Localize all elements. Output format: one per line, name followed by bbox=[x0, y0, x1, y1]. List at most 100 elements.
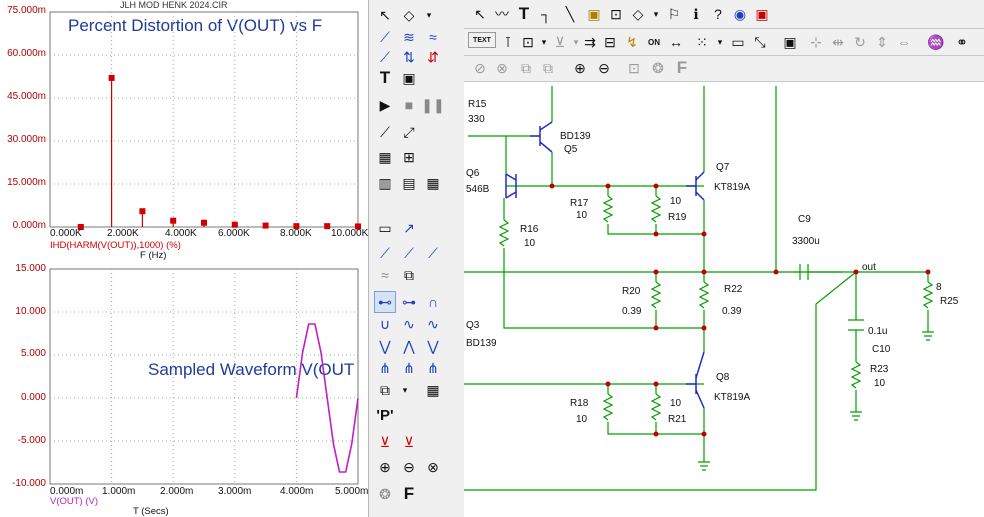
help-icon[interactable]: ? bbox=[714, 6, 722, 22]
waveform-trace-label[interactable]: V(OUT) (V) bbox=[50, 496, 99, 507]
color-icon[interactable]: ❂ bbox=[652, 59, 664, 76]
graph-tool-d-icon[interactable]: ⟋ bbox=[380, 48, 390, 65]
low-tool-icon[interactable]: ∪ bbox=[379, 315, 391, 332]
c10-label[interactable]: C10 bbox=[872, 344, 891, 355]
grid-a-icon[interactable]: ▥ bbox=[378, 174, 392, 191]
graph-tool-f-icon[interactable]: ⇵ bbox=[427, 48, 439, 65]
select-mode-icon[interactable]: ↖ bbox=[474, 5, 486, 22]
text-tool-icon[interactable]: T bbox=[518, 4, 530, 23]
peak-tool-icon[interactable]: ⊷ bbox=[374, 291, 396, 313]
shapes-dropdown-icon[interactable]: ▾ bbox=[653, 8, 659, 19]
q7-part[interactable]: KT819A bbox=[714, 182, 750, 193]
bottom-tool-icon[interactable]: ⋔ bbox=[379, 359, 391, 376]
stop-circle-icon[interactable]: ⊘ bbox=[474, 59, 486, 76]
schematic-canvas[interactable]: R15 330 BD139 Q5 Q6 546B R16 10 R17 10 1… bbox=[464, 82, 984, 517]
r16-value[interactable]: 10 bbox=[524, 238, 536, 249]
tag-right-icon[interactable]: ⊻ bbox=[403, 433, 415, 450]
r23-value[interactable]: 10 bbox=[874, 378, 886, 389]
r19-label[interactable]: R19 bbox=[668, 212, 687, 223]
graph-tool-b-icon[interactable]: ≋ bbox=[403, 28, 415, 45]
graph-tool-c-icon[interactable]: ≈ bbox=[429, 29, 437, 45]
numbers-toggle-icon[interactable]: ⊟ bbox=[604, 33, 616, 50]
r22-value[interactable]: 0.39 bbox=[722, 306, 742, 317]
r18-label[interactable]: R18 bbox=[570, 398, 589, 409]
grid-c-icon[interactable]: ▦ bbox=[426, 174, 440, 191]
cursor-a-icon[interactable]: ⟋ bbox=[380, 244, 390, 261]
rotate-icon[interactable]: ↻ bbox=[854, 33, 866, 50]
tag-left-icon[interactable]: ⊻ bbox=[379, 433, 391, 450]
r17-value[interactable]: 10 bbox=[576, 210, 588, 221]
paste-icon[interactable]: ⧉ bbox=[543, 59, 553, 76]
current-toggle-icon[interactable]: ↯ bbox=[626, 33, 638, 50]
table-tool-icon[interactable]: ▦ bbox=[426, 381, 440, 398]
distribute-icon[interactable]: ⇹ bbox=[832, 33, 844, 50]
rise-tool-icon[interactable]: ⋔ bbox=[427, 359, 439, 376]
cursor-c-icon[interactable]: ⟋ bbox=[428, 244, 438, 261]
q6-part[interactable]: 546B bbox=[466, 184, 490, 195]
shapes-tool-icon[interactable]: ◇ bbox=[632, 5, 644, 22]
c9-label[interactable]: C9 bbox=[798, 214, 811, 225]
r22-label[interactable]: R22 bbox=[724, 284, 743, 295]
find-icon[interactable]: ♒ bbox=[927, 33, 945, 50]
properties-tool-icon[interactable]: ▣ bbox=[402, 69, 416, 86]
q5-label[interactable]: Q5 bbox=[564, 144, 578, 155]
shapes-dropdown-icon[interactable]: ▾ bbox=[426, 9, 432, 20]
valley-tool-icon[interactable]: ⊶ bbox=[402, 293, 416, 310]
camera-icon[interactable]: ⊡ bbox=[628, 59, 640, 76]
chart-zoom-icon[interactable]: ⧉ bbox=[404, 266, 414, 283]
vtip-dropdown-icon[interactable]: ▾ bbox=[573, 36, 579, 47]
out-node-label[interactable]: out bbox=[862, 262, 876, 273]
align-icon[interactable]: ⊹ bbox=[810, 33, 822, 50]
waveform-plot[interactable] bbox=[0, 260, 368, 517]
q3-label[interactable]: Q3 bbox=[466, 320, 480, 331]
stack-dropdown-icon[interactable]: ▾ bbox=[402, 384, 408, 395]
c9-value[interactable]: 3300u bbox=[792, 236, 820, 247]
globe-icon[interactable]: ◉ bbox=[733, 5, 747, 22]
flag-tool-icon[interactable]: ⚐ bbox=[667, 5, 681, 22]
point-line-tool-icon[interactable]: ⤢ bbox=[403, 123, 415, 140]
font-tool-icon[interactable]: F bbox=[403, 484, 415, 503]
c10-value[interactable]: 0.1u bbox=[868, 326, 887, 337]
slope-tool-icon[interactable]: ∿ bbox=[427, 315, 439, 332]
attr-toggle-icon[interactable]: ⊺ bbox=[504, 33, 512, 50]
line-tool-icon[interactable]: ⟋ bbox=[380, 123, 390, 140]
flip-icon[interactable]: ⇕ bbox=[876, 33, 888, 50]
panel-tool-icon[interactable]: ▭ bbox=[378, 219, 392, 236]
r17-label[interactable]: R17 bbox=[570, 198, 589, 209]
mirror-icon[interactable]: ⇔ bbox=[897, 34, 911, 50]
component-icon[interactable]: ▣ bbox=[587, 5, 601, 22]
r19-value[interactable]: 10 bbox=[670, 196, 682, 207]
r15-value[interactable]: 330 bbox=[468, 114, 485, 125]
node-dropdown-icon[interactable]: ▾ bbox=[541, 36, 547, 47]
diagonal-wire-icon[interactable]: ╲ bbox=[565, 5, 575, 22]
grid-dropdown-icon[interactable]: ▾ bbox=[717, 36, 723, 47]
properties-icon[interactable]: ▣ bbox=[783, 33, 797, 50]
distortion-trace-label[interactable]: IHD(HARM(V(OUT)),1000) (%) bbox=[50, 240, 181, 251]
r18-value[interactable]: 10 bbox=[576, 414, 588, 425]
grid-dots-icon[interactable]: ⁙ bbox=[696, 33, 708, 50]
record-icon[interactable]: ▣ bbox=[755, 5, 769, 22]
r25-value[interactable]: 8 bbox=[936, 282, 942, 293]
r20-value[interactable]: 0.39 bbox=[622, 306, 642, 317]
text-tool-icon[interactable]: T bbox=[379, 68, 391, 87]
q8-part[interactable]: KT819A bbox=[714, 392, 750, 403]
pin-toggle-icon[interactable]: ⇉ bbox=[584, 33, 596, 50]
inflect-tool-icon[interactable]: ∿ bbox=[403, 315, 415, 332]
r15-label[interactable]: R15 bbox=[468, 99, 487, 110]
global-high-icon[interactable]: ⋁ bbox=[379, 337, 391, 354]
stack-tool-icon[interactable]: ⧉ bbox=[380, 381, 390, 398]
arrow-toggle-icon[interactable]: ↔ bbox=[669, 34, 683, 50]
node-toggle-icon[interactable]: ⊡ bbox=[522, 33, 534, 50]
pause-icon[interactable]: ❚❚ bbox=[421, 96, 445, 113]
q7-label[interactable]: Q7 bbox=[716, 162, 730, 173]
info-icon[interactable]: ℹ bbox=[693, 5, 699, 22]
r21-value[interactable]: 10 bbox=[670, 398, 682, 409]
zoom-fit-icon[interactable]: ⊗ bbox=[427, 458, 439, 475]
wire-angle-icon[interactable]: ┐ bbox=[541, 6, 551, 22]
distortion-plot[interactable] bbox=[0, 0, 368, 260]
title-toggle-icon[interactable]: ⤡ bbox=[754, 33, 766, 50]
zoom-out-icon[interactable]: ⊖ bbox=[403, 458, 415, 475]
q3-part[interactable]: BD139 bbox=[466, 338, 497, 349]
color-tool-icon[interactable]: ❂ bbox=[379, 485, 391, 502]
graph-tool-e-icon[interactable]: ⇅ bbox=[403, 48, 415, 65]
